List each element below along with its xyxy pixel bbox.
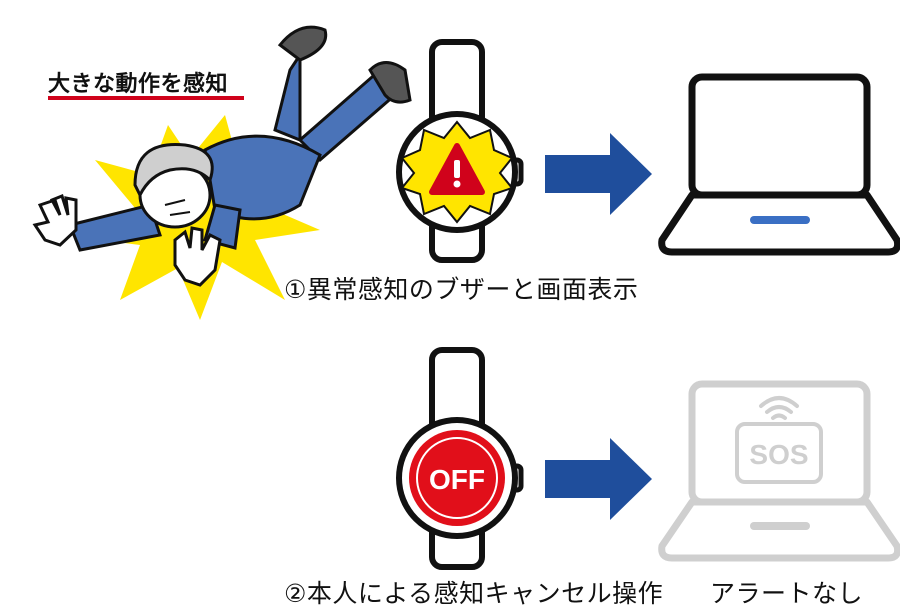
motion-detected-label: 大きな動作を感知 [48,72,229,97]
wifi-icon [759,396,799,420]
off-label: OFF [429,464,485,495]
hand-right [173,226,222,287]
laptop-screen [688,73,871,199]
laptop-touchpad [750,216,810,224]
laptop-disabled-icon: SOS [658,380,900,562]
laptop-touchpad [750,522,810,530]
shoe-right [368,61,412,104]
hair [133,143,214,199]
step1-label: ①異常感知のブザーと画面表示 [284,275,639,304]
arrow-right-icon [545,133,652,215]
smartwatch-icon [396,39,524,263]
falling-person-icon [32,25,412,320]
step2-label: ②本人による感知キャンセル操作 [284,579,664,608]
off-button [409,430,505,526]
laptop-icon [658,73,900,256]
no-alert-label: アラートなし [710,579,864,608]
arrow-right-icon [545,438,652,520]
sos-icon: SOS [735,422,823,484]
shoe-left [277,25,328,62]
arm-left [67,203,162,252]
sos-label: SOS [749,439,808,470]
face-detail [164,199,191,216]
motion-label-underline [48,96,244,100]
hand-left [32,194,78,247]
warning-icon [429,143,485,195]
leg-back [273,50,302,143]
smartwatch-off-icon: OFF [396,347,524,570]
